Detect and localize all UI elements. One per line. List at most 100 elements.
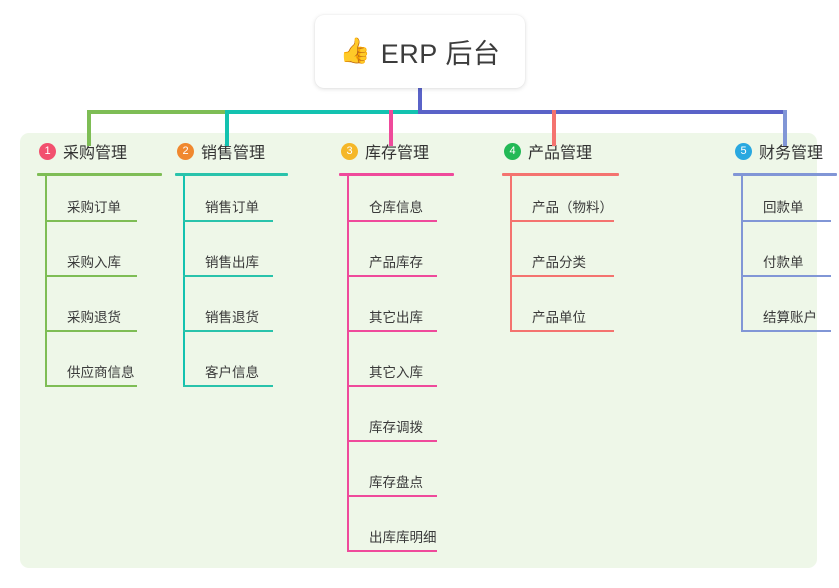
leaf-item[interactable]: 销售出库 [183, 235, 273, 277]
leaf-item-label: 销售退货 [205, 310, 259, 325]
leaf-item-label: 其它入库 [369, 365, 423, 380]
leaf-item-label: 客户信息 [205, 365, 259, 380]
column-spine-5 [741, 176, 743, 332]
column-badge-5: 5 [735, 142, 752, 160]
column-underline-5 [733, 173, 837, 176]
leaf-item-label: 库存盘点 [369, 475, 423, 490]
leaf-item[interactable]: 产品库存 [347, 235, 437, 277]
column-spine-1 [45, 176, 47, 387]
leaf-item-label: 销售订单 [205, 200, 259, 215]
leaf-item-underline [741, 275, 831, 277]
leaf-item[interactable]: 采购入库 [45, 235, 137, 277]
leaf-item[interactable]: 产品分类 [510, 235, 614, 277]
column-badge-2: 2 [177, 142, 194, 160]
leaf-item[interactable]: 库存调拨 [347, 400, 437, 442]
leaf-item-label: 产品分类 [532, 255, 586, 270]
drop-connector-5 [783, 110, 787, 146]
leaf-item[interactable]: 回款单 [741, 180, 831, 222]
column-badge-4: 4 [504, 142, 521, 160]
leaf-item[interactable]: 出库库明细 [347, 510, 437, 552]
leaf-item[interactable]: 仓库信息 [347, 180, 437, 222]
leaf-item-underline [183, 330, 273, 332]
leaf-item[interactable]: 采购退货 [45, 290, 137, 332]
column-title-1: 采购管理 [63, 145, 128, 162]
drop-connector-1 [87, 110, 91, 146]
column-2: 2 销售管理销售订单销售出库销售退货客户信息 [175, 133, 288, 387]
bus-segment-teal [225, 110, 420, 114]
leaf-item-underline [741, 220, 831, 222]
leaf-item-underline [347, 550, 437, 552]
leaf-item-label: 产品库存 [369, 255, 423, 270]
column-5: 5 财务管理回款单付款单结算账户 [733, 133, 837, 332]
column-header-2[interactable]: 2 销售管理 [175, 133, 265, 169]
bus-segment-green [87, 110, 227, 114]
column-spine-4 [510, 176, 512, 332]
column-spine-3 [347, 176, 349, 552]
leaf-item[interactable]: 销售退货 [183, 290, 273, 332]
column-title-5: 财务管理 [759, 145, 824, 162]
leaf-item-label: 仓库信息 [369, 200, 423, 215]
leaf-item-underline [510, 220, 614, 222]
leaf-item-label: 采购入库 [67, 255, 121, 270]
leaf-item[interactable]: 库存盘点 [347, 455, 437, 497]
leaf-item-underline [183, 275, 273, 277]
leaf-item-label: 出库库明细 [369, 530, 437, 545]
root-stem-connector [418, 86, 422, 112]
leaf-item-underline [347, 275, 437, 277]
drop-connector-3 [389, 110, 393, 146]
column-title-2: 销售管理 [201, 145, 266, 162]
leaf-item-label: 产品（物料） [532, 200, 613, 215]
leaf-item[interactable]: 销售订单 [183, 180, 273, 222]
leaf-item-underline [510, 330, 614, 332]
column-header-1[interactable]: 1 采购管理 [37, 133, 127, 169]
drop-connector-2 [225, 110, 229, 146]
column-underline-2 [175, 173, 288, 176]
leaf-item-underline [347, 385, 437, 387]
leaf-item-underline [183, 385, 273, 387]
leaf-item-label: 回款单 [763, 200, 804, 215]
column-header-4[interactable]: 4 产品管理 [502, 133, 592, 169]
tree-panel: 1 采购管理采购订单采购入库采购退货供应商信息 2 销售管理销售订单销售出库销售退货客… [20, 133, 837, 568]
column-underline-3 [339, 173, 454, 176]
leaf-item-underline [347, 495, 437, 497]
leaf-item-label: 库存调拨 [369, 420, 423, 435]
leaf-item[interactable]: 结算账户 [741, 290, 831, 332]
leaf-item-underline [183, 220, 273, 222]
leaf-item[interactable]: 产品（物料） [510, 180, 614, 222]
leaf-item[interactable]: 采购订单 [45, 180, 137, 222]
leaf-item-underline [45, 385, 137, 387]
leaf-item-label: 其它出库 [369, 310, 423, 325]
leaf-item-label: 采购退货 [67, 310, 121, 325]
column-4: 4 产品管理产品（物料） 产品分类产品单位 [502, 133, 619, 332]
column-badge-1: 1 [39, 142, 56, 160]
column-spine-2 [183, 176, 185, 387]
leaf-item[interactable]: 供应商信息 [45, 345, 137, 387]
leaf-item-underline [347, 440, 437, 442]
leaf-item[interactable]: 其它出库 [347, 290, 437, 332]
leaf-item-label: 销售出库 [205, 255, 259, 270]
leaf-item[interactable]: 产品单位 [510, 290, 614, 332]
column-header-5[interactable]: 5 财务管理 [733, 133, 823, 169]
column-1: 1 采购管理采购订单采购入库采购退货供应商信息 [37, 133, 162, 387]
leaf-item-label: 结算账户 [763, 310, 817, 325]
leaf-item-underline [510, 275, 614, 277]
leaf-item-label: 采购订单 [67, 200, 121, 215]
leaf-item[interactable]: 客户信息 [183, 345, 273, 387]
column-badge-3: 3 [341, 142, 358, 160]
bus-segment-blue [418, 110, 787, 114]
leaf-item[interactable]: 其它入库 [347, 345, 437, 387]
root-node-card[interactable]: 👍 ERP 后台 [315, 15, 525, 88]
leaf-item-label: 产品单位 [532, 310, 586, 325]
leaf-item-underline [741, 330, 831, 332]
leaf-item-underline [45, 275, 137, 277]
leaf-item-underline [45, 330, 137, 332]
drop-connector-4 [552, 110, 556, 146]
leaf-item[interactable]: 付款单 [741, 235, 831, 277]
column-underline-4 [502, 173, 619, 176]
column-underline-1 [37, 173, 162, 176]
thumbs-up-icon: 👍 [339, 37, 371, 65]
root-title: ERP 后台 [380, 39, 501, 69]
column-title-4: 产品管理 [528, 145, 593, 162]
